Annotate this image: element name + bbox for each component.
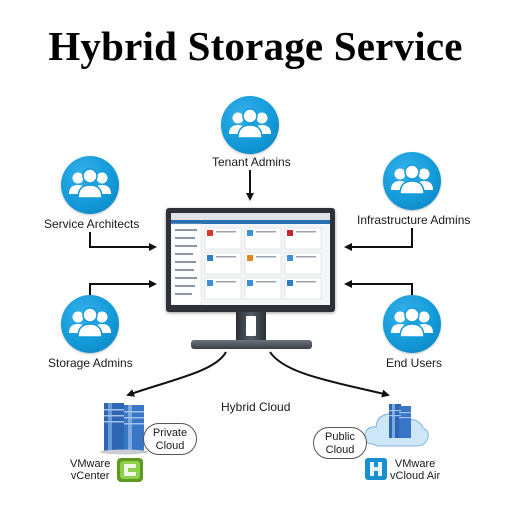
vcenter-line2: vCenter bbox=[70, 470, 110, 482]
storage-admins-label: Storage Admins bbox=[48, 356, 133, 370]
vcenter-line1: VMware bbox=[70, 458, 111, 470]
monitor-icon bbox=[166, 208, 335, 312]
end-users-people-icon bbox=[383, 295, 441, 353]
storage-admins-people-icon bbox=[61, 295, 119, 353]
vcenter-label: VMware vCenter bbox=[70, 458, 110, 482]
private-cloud-line1: Private bbox=[152, 427, 188, 439]
arrow-service-architects bbox=[89, 232, 157, 251]
arrow-public-cloud bbox=[269, 351, 390, 398]
monitor-stand-base bbox=[191, 340, 312, 349]
service-architects-label: Service Architects bbox=[44, 217, 140, 231]
arrow-private-cloud bbox=[126, 351, 227, 397]
public-cloud-bubble: Public Cloud bbox=[313, 427, 367, 459]
public-cloud-line1: Public bbox=[325, 431, 355, 443]
server-rack-icon bbox=[100, 403, 148, 455]
cloud-icon bbox=[364, 404, 429, 447]
tenant-admins-people-icon bbox=[221, 96, 279, 154]
hybrid-cloud-label: Hybrid Cloud bbox=[221, 400, 291, 414]
infrastructure-admins-label: Infrastructure Admins bbox=[357, 213, 471, 227]
page-title: Hybrid Storage Service bbox=[48, 23, 463, 69]
vcloud-air-label: VMware vCloud Air bbox=[390, 458, 440, 482]
private-cloud-line2: Cloud bbox=[155, 440, 185, 452]
infrastructure-admins-people-icon bbox=[383, 152, 441, 210]
tenant-admins-label: Tenant Admins bbox=[212, 155, 291, 169]
arrow-end-users bbox=[344, 280, 413, 298]
vcloud-air-line2: vCloud Air bbox=[390, 470, 441, 482]
public-cloud-line2: Cloud bbox=[325, 444, 355, 456]
arrow-infrastructure-admins bbox=[344, 228, 413, 251]
monitor-stand-slot bbox=[246, 316, 256, 336]
arrow-storage-admins bbox=[89, 280, 157, 298]
vcloud-air-logo bbox=[365, 458, 387, 480]
vcenter-logo bbox=[117, 458, 143, 482]
end-users-label: End Users bbox=[386, 356, 443, 370]
portal-screenshot bbox=[171, 213, 330, 305]
service-architects-people-icon bbox=[61, 156, 119, 214]
vcloud-air-line1: VMware bbox=[394, 458, 436, 470]
private-cloud-bubble: Private Cloud bbox=[143, 423, 197, 455]
